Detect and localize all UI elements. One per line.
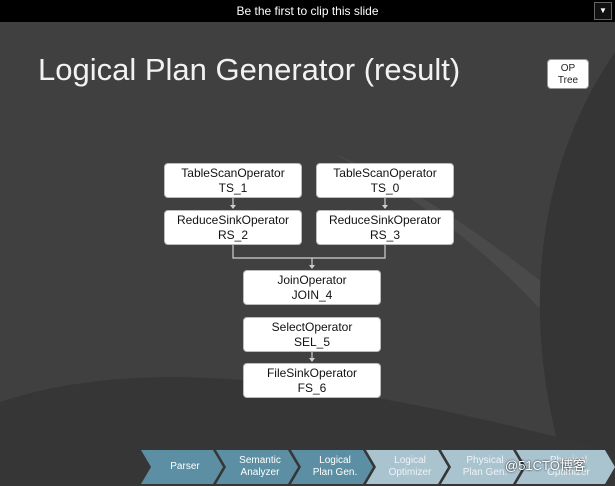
node-rs2-label: RS_2 (217, 228, 249, 242)
stage-logical-optimizer: Logical Optimizer (366, 450, 448, 484)
stage-physical-optimizer: Physical Optimizer (516, 450, 615, 484)
op-tree-line1: OP (560, 63, 576, 74)
node-fs6-label: FS_6 (297, 381, 327, 395)
clip-banner-text[interactable]: Be the first to clip this slide (236, 4, 379, 18)
stage-logical-gen-line1: Logical (319, 455, 351, 466)
stage-semantic-line1: Semantic (239, 455, 281, 466)
arrow-fs6 (309, 358, 315, 362)
node-join4-label: JOIN_4 (291, 288, 333, 302)
node-ts1-name: TableScanOperator (181, 166, 285, 180)
node-rs3-name: ReduceSinkOperator (328, 213, 442, 227)
node-join4-name: JoinOperator (277, 273, 347, 287)
stage-semantic-line2: Analyzer (240, 467, 280, 478)
node-rs2-name: ReduceSinkOperator (176, 213, 290, 227)
stage-logical-opt-line1: Logical (394, 455, 426, 466)
node-sel5-name: SelectOperator (271, 320, 353, 334)
stage-parser-line1: Parser (170, 461, 200, 472)
node-ts0: TableScanOperator TS_0 (316, 163, 454, 198)
node-ts1-label: TS_1 (218, 181, 248, 195)
stage-physical-opt-line2: Optimizer (547, 467, 590, 478)
watermark: @51CTO博客 (505, 458, 586, 473)
stage-logical-opt-line2: Optimizer (388, 467, 432, 478)
stage-semantic-analyzer: Semantic Analyzer (216, 450, 298, 484)
node-sel5-label: SEL_5 (293, 335, 331, 349)
node-fs6-name: FileSinkOperator (266, 366, 358, 380)
op-tree-line2: Tree (557, 75, 579, 86)
edge-rs-merge (232, 245, 386, 259)
node-ts0-label: TS_0 (370, 181, 400, 195)
caret-down-icon[interactable]: ▼ (594, 2, 612, 20)
node-ts1: TableScanOperator TS_1 (164, 163, 302, 198)
stage-parser: Parser (141, 450, 223, 484)
stage-physical-gen-line2: Plan Gen. (462, 467, 508, 478)
stage-physical-gen-line1: Physical (466, 455, 504, 466)
node-ts0-name: TableScanOperator (333, 166, 437, 180)
node-rs3-label: RS_3 (369, 228, 401, 242)
node-rs2: ReduceSinkOperator RS_2 (164, 210, 302, 245)
plan-edges (230, 198, 388, 362)
slide: Logical Plan Generator (result) OP Tree … (0, 22, 615, 486)
stage-physical-opt-line1: Physical (549, 455, 588, 466)
slide-title: Logical Plan Generator (result) (38, 52, 461, 87)
node-sel5: SelectOperator SEL_5 (243, 317, 381, 352)
arrow-rs3 (382, 205, 388, 209)
stage-logical-plan-gen: Logical Plan Gen. (291, 450, 373, 484)
op-tree-badge: OP Tree (547, 59, 589, 89)
node-rs3: ReduceSinkOperator RS_3 (316, 210, 454, 245)
node-join4: JoinOperator JOIN_4 (243, 270, 381, 305)
stage-physical-plan-gen: Physical Plan Gen. (441, 450, 523, 484)
stage-logical-gen-line2: Plan Gen. (312, 467, 358, 478)
node-fs6: FileSinkOperator FS_6 (243, 363, 381, 398)
clip-banner[interactable]: Be the first to clip this slide ▼ (0, 0, 615, 22)
arrow-rs2 (230, 205, 236, 209)
arrow-join4 (309, 265, 315, 269)
